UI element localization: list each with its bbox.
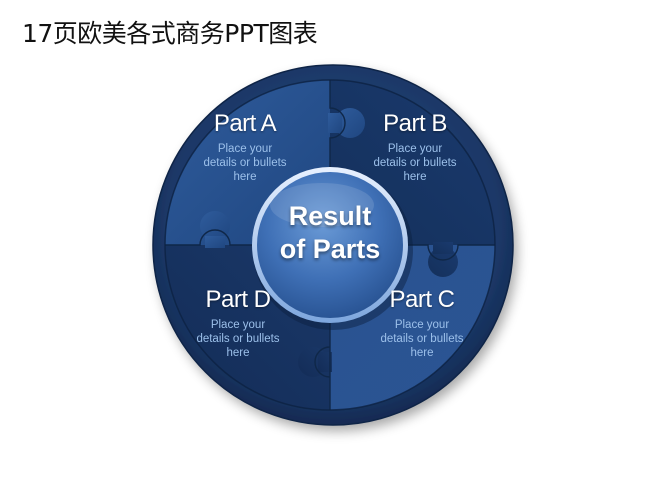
part-d-body: Place your details or bullets here <box>178 318 298 360</box>
part-c-line-1: Place your <box>394 319 450 331</box>
part-d-line-2: details or bullets <box>196 333 280 345</box>
center-label: Result of Parts <box>255 200 405 266</box>
center-label-line-1: Result <box>288 201 372 231</box>
part-b-line-3: here <box>403 171 427 183</box>
part-a-line-3: here <box>233 171 257 183</box>
part-a-line-2: details or bullets <box>203 157 287 169</box>
part-b-line-2: details or bullets <box>373 157 457 169</box>
part-c-line-2: details or bullets <box>380 333 464 345</box>
knob-right <box>428 247 458 277</box>
knob-left <box>200 211 230 241</box>
part-c-body: Place your details or bullets here <box>362 318 482 360</box>
part-c-line-3: here <box>410 347 434 359</box>
part-d-title: Part D <box>205 286 271 313</box>
part-b-title: Part B <box>383 110 447 137</box>
part-b-line-1: Place your <box>387 143 443 155</box>
page-title: 17页欧美各式商务PPT图表 <box>22 19 318 48</box>
part-a-title: Part A <box>213 110 277 137</box>
part-a-line-1: Place your <box>217 143 273 155</box>
part-a-body: Place your details or bullets here <box>185 142 305 184</box>
center-label-line-2: of Parts <box>279 234 381 264</box>
part-c-title: Part C <box>389 286 455 313</box>
part-d-line-1: Place your <box>210 319 266 331</box>
center-circle <box>257 172 403 318</box>
part-d-line-3: here <box>226 347 250 359</box>
part-b-body: Place your details or bullets here <box>355 142 475 184</box>
